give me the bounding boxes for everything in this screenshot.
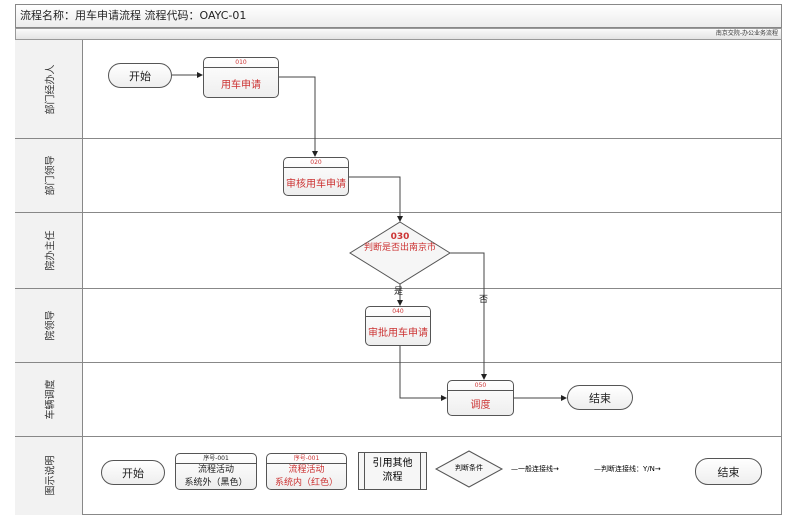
lane-divider (15, 362, 782, 363)
edge-020-030 (349, 176, 403, 222)
legend-line1: 引用其他 (372, 458, 413, 469)
legend-end: 结束 (695, 458, 762, 485)
activity-020: 020 审核用车申请 (283, 157, 349, 196)
decision-diamond (349, 221, 451, 285)
activity-label: 审批用车申请 (368, 328, 428, 339)
legend-id: 序号-001 (176, 454, 256, 464)
lane-divider (15, 138, 782, 139)
yes-label: 是 (394, 287, 404, 297)
org-label: 南京交院-办公业务流程 (15, 28, 782, 40)
legend-diamond (434, 450, 504, 488)
legend-line2: 流程 (382, 472, 403, 483)
legend-decision-line-label: 判断连接线：Y/N (601, 465, 655, 473)
legend-subprocess: 引用其他 流程 (358, 452, 427, 490)
activity-label: 用车申请 (221, 79, 261, 91)
activity-040: 040 审批用车申请 (365, 306, 431, 346)
activity-id: 040 (366, 307, 430, 317)
activity-010: 010 用车申请 (203, 57, 279, 98)
start-node: 开始 (108, 63, 172, 88)
activity-id: 010 (204, 58, 278, 68)
decision-id: 030 (390, 232, 410, 242)
decision-030: 030 判断是否出南京市 (355, 232, 445, 254)
activity-050: 050 调度 (447, 380, 514, 416)
edge-040-050 (399, 346, 447, 401)
lane-label-column (15, 40, 83, 515)
lane-divider (15, 288, 782, 289)
legend-normal-line-label: 一般连接线 (518, 465, 553, 473)
legend-line2: 系统内（红色） (274, 478, 338, 488)
legend-activity-external: 序号-001 流程活动 系统外（黑色） (175, 453, 257, 490)
activity-label: 审核用车申请 (286, 178, 346, 190)
no-label: 否 (479, 295, 489, 305)
edge-010-020 (279, 76, 318, 157)
legend-activity-internal: 序号-001 流程活动 系统内（红色） (266, 453, 347, 490)
activity-id: 020 (284, 158, 348, 168)
activity-label: 调度 (470, 400, 491, 411)
legend-line2: 系统外（黑色） (184, 478, 248, 488)
activity-id: 050 (448, 381, 513, 391)
legend-decision-line: —判断连接线：Y/N→ (594, 465, 661, 473)
legend-start: 开始 (101, 460, 165, 485)
legend-line1: 流程活动 (288, 465, 325, 475)
page-title: 流程名称：用车申请流程 流程代码：OAYC-01 (15, 4, 782, 28)
lane-divider (15, 212, 782, 213)
decision-label: 判断是否出南京市 (363, 243, 436, 253)
end-node: 结束 (567, 385, 633, 410)
legend-id: 序号-001 (267, 454, 346, 464)
lane-divider (15, 436, 782, 437)
edge-030-050 (450, 252, 487, 380)
legend-normal-line: —一般连接线→ (511, 465, 559, 473)
legend-line1: 流程活动 (197, 465, 234, 475)
legend-decision-label: 判断条件 (455, 464, 483, 472)
